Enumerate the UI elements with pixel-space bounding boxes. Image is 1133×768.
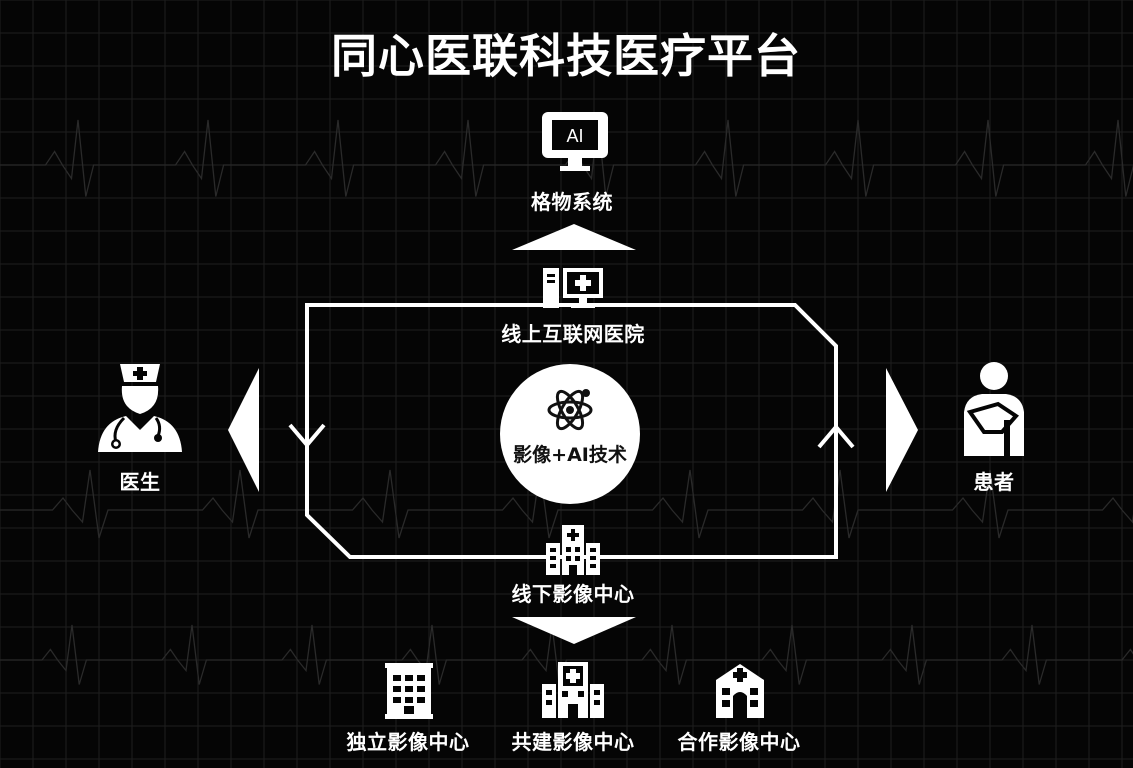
doctor-label: 医生 [119, 470, 161, 494]
doctor-icon [98, 364, 182, 452]
up-arrow-icon [512, 224, 636, 250]
monitor-ai-text: AI [566, 126, 583, 146]
hospital-building-icon [546, 525, 600, 575]
atom-icon [547, 389, 593, 431]
center-label: 影像+AI技术 [513, 444, 627, 466]
computer-medical-icon [543, 268, 603, 308]
loop-arrow-down-icon [288, 423, 326, 449]
left-arrow-icon [228, 368, 259, 492]
online-hospital-label: 线上互联网医院 [501, 322, 645, 346]
patient-label: 患者 [973, 470, 1015, 494]
center-node: 影像+AI技术 [500, 364, 640, 504]
patient-icon [964, 362, 1024, 456]
monitor-icon: AI [542, 112, 608, 171]
hospital-icon [542, 662, 604, 718]
clinic-icon [716, 664, 764, 718]
page-title: 同心医联科技医疗平台 [331, 29, 801, 83]
down-arrow-icon [512, 617, 636, 644]
independent-center-label: 独立影像中心 [346, 730, 470, 754]
right-arrow-icon [886, 368, 918, 492]
office-building-icon [385, 663, 433, 719]
offline-center-label: 线下影像中心 [511, 582, 635, 606]
ai-system-label: 格物系统 [531, 190, 613, 214]
cooperative-center-label: 合作影像中心 [677, 730, 801, 754]
joint-center-label: 共建影像中心 [511, 730, 635, 754]
loop-arrow-up-icon [817, 423, 855, 449]
